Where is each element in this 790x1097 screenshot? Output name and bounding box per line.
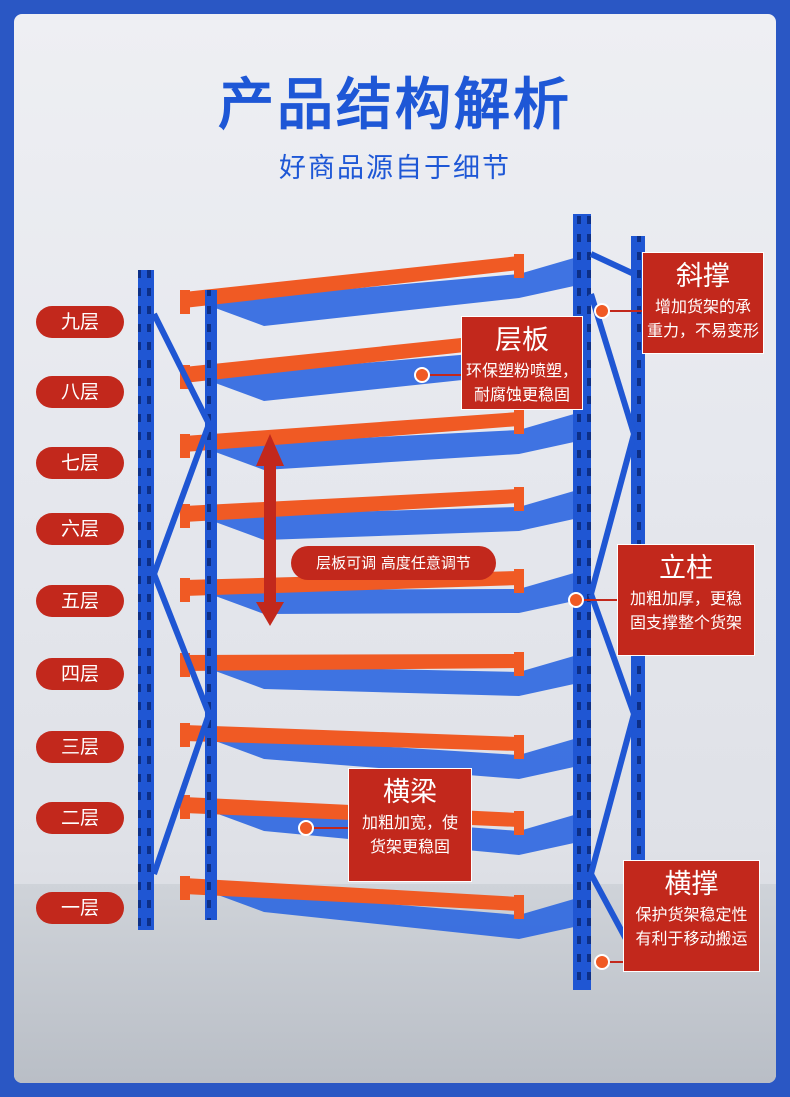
callout-beam-line-2: 货架更稳固 [369,837,450,856]
shelf-deck [199,491,574,540]
marker-dot [594,954,610,970]
shelf-beam [184,725,519,751]
beam-clip [514,254,524,278]
beam-clip [514,735,524,759]
adjust-arrow-shaft [264,464,276,604]
beam-clip [180,876,190,900]
layer-label-5: 五层 [36,585,124,617]
callout-shelf-title: 层板 [495,325,549,356]
shelf-deck [199,888,574,939]
beam-clip [514,652,524,676]
callout-column-line-2: 固支撑整个货架 [629,613,742,632]
diagonal-brace [151,312,212,426]
marker-dot [568,592,584,608]
layer-label-1: 一层 [36,892,124,924]
layer-label-3: 三层 [36,731,124,763]
shelf-beam [184,654,519,671]
beam-clip [514,811,524,835]
layer-label-2: 二层 [36,802,124,834]
beam-clip [180,290,190,314]
beam-clip [180,795,190,819]
shelf-deck [199,573,574,614]
diagonal-brace [588,592,637,716]
diagonal-brace [589,251,636,277]
shelf-rack-illustration [138,214,645,990]
callout-brace-line-1: 增加货架的承 [654,297,751,316]
callout-crossbar-title: 横撑 [664,869,719,900]
callout-beam-line-1: 加粗加宽，使 [361,813,458,832]
callout-column-line-1: 加粗加厚，更稳 [629,589,742,608]
layer-label-9: 九层 [36,306,124,338]
beam-clip [514,487,524,511]
beam-clip [180,723,190,747]
diagonal-brace [151,572,212,716]
callout-crossbar: 横撑 保护货架稳定性 有利于移动搬运 [623,860,760,972]
callout-crossbar-line-1: 保护货架稳定性 [635,905,748,924]
adjust-arrow-down [256,602,284,626]
beam-clip [180,653,190,677]
callout-markers [256,303,642,970]
page-subtitle: 好商品源自于细节 [279,153,511,184]
marker-dot [414,367,430,383]
layer-label-8: 八层 [36,376,124,408]
beam-clip [514,410,524,434]
beam-clip [514,569,524,593]
shelf-deck [199,258,574,326]
callout-brace: 斜撑 增加货架的承 重力，不易变形 [642,252,764,354]
beam-clip [514,895,524,919]
callout-brace-line-2: 重力，不易变形 [646,321,759,340]
callout-shelf: 层板 环保塑粉喷塑， 耐腐蚀更稳固 [461,316,583,410]
callout-brace-title: 斜撑 [676,261,730,292]
shelf-beam [184,878,519,911]
shelf-beam [184,256,519,308]
diagonal-brace [151,422,212,576]
callout-column-title: 立柱 [659,553,713,584]
beam-clip [180,434,190,458]
layer-label-7: 七层 [36,447,124,479]
shelf-deck [199,656,574,696]
shelf-deck [199,334,574,401]
adjust-arrow-up [256,434,284,466]
layer-label-6: 六层 [36,513,124,545]
adjustable-shelf-note: 层板可调 高度任意调节 [291,546,496,580]
callout-crossbar-line-2: 有利于移动搬运 [635,929,748,948]
callout-beam: 横梁 加粗加宽，使 货架更稳固 [348,768,472,882]
layer-label-4: 四层 [36,658,124,690]
shelf-deck [199,414,574,470]
callout-column: 立柱 加粗加厚，更稳 固支撑整个货架 [617,544,755,656]
diagonal-brace [588,713,637,875]
upright-holes [205,290,217,920]
shelf-beam [184,332,519,383]
page-title: 产品结构解析 [218,73,572,138]
beam-clip [180,504,190,528]
callout-shelf-line-2: 耐腐蚀更稳固 [473,385,570,404]
beam-clip [180,578,190,602]
upright-holes [138,270,154,930]
callout-beam-title: 横梁 [383,777,437,808]
shelf-deck [199,735,574,779]
diagonal-brace [588,433,637,595]
marker-dot [594,303,610,319]
diagonal-brace [151,713,212,875]
product-structure-panel: 产品结构解析 好商品源自于细节 九层 八层 七层 六层 五层 四层 三层 二层 … [14,14,776,1083]
marker-dot [298,820,314,836]
callout-shelf-line-1: 环保塑粉喷塑， [465,361,578,380]
